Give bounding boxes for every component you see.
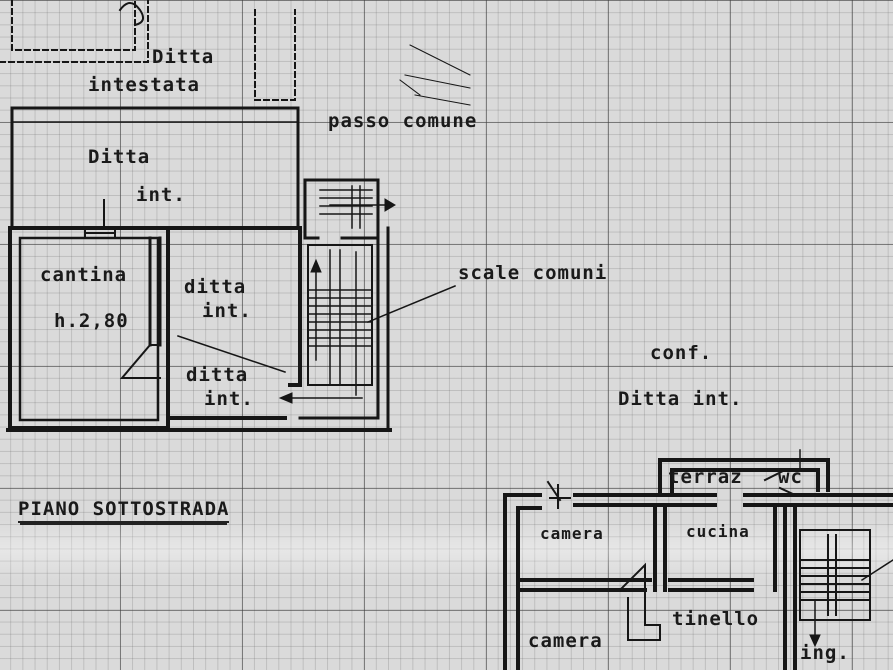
label-ditta-int-top-1: Ditta (88, 146, 151, 168)
apartment-stair (799, 529, 871, 641)
wall-lower (6, 226, 392, 432)
apartment-door (618, 562, 661, 641)
paper-fold (0, 520, 893, 580)
label-cantina-height: h.2,80 (54, 310, 129, 332)
label-camera-lower: camera (528, 630, 603, 652)
label-ditta-int-right: Ditta int. (618, 388, 743, 410)
label-camera-upper: camera (540, 524, 604, 543)
label-ditta-intestata-1: Ditta (152, 46, 215, 68)
label-cantina: cantina (40, 264, 128, 286)
apartment-walls (503, 458, 893, 670)
leader-ditta (177, 335, 286, 373)
label-ditta-int-top-2: int. (136, 184, 186, 206)
label-ditta-intestata-2: intestata (88, 74, 200, 96)
label-wc: wc (778, 466, 803, 488)
wall-ditta-int-top (10, 106, 300, 230)
label-ditta-int-mid-2: int. (202, 300, 252, 322)
label-piano-sottostrada: PIANO SOTTOSTRADA (18, 498, 230, 523)
label-scale-comuni: scale comuni (458, 262, 608, 284)
label-cucina: cucina (686, 522, 750, 541)
label-ing: ing. (800, 642, 850, 664)
leader-scale (367, 285, 456, 323)
label-conf: conf. (650, 342, 713, 364)
label-ditta-int-low-1: ditta (186, 364, 249, 386)
scribbles (399, 44, 471, 106)
stair-treads (307, 185, 373, 386)
curl-mark (118, 2, 145, 27)
cantina-door (119, 344, 161, 379)
stair-core (298, 178, 390, 432)
label-ditta-int-mid-1: ditta (184, 276, 247, 298)
label-ditta-int-low-2: int. (204, 388, 254, 410)
label-terraz: terraz (668, 466, 743, 488)
label-passo-comune: passo comune (328, 110, 478, 132)
cantina-window (84, 227, 116, 239)
label-tinello: tinello (672, 608, 760, 630)
